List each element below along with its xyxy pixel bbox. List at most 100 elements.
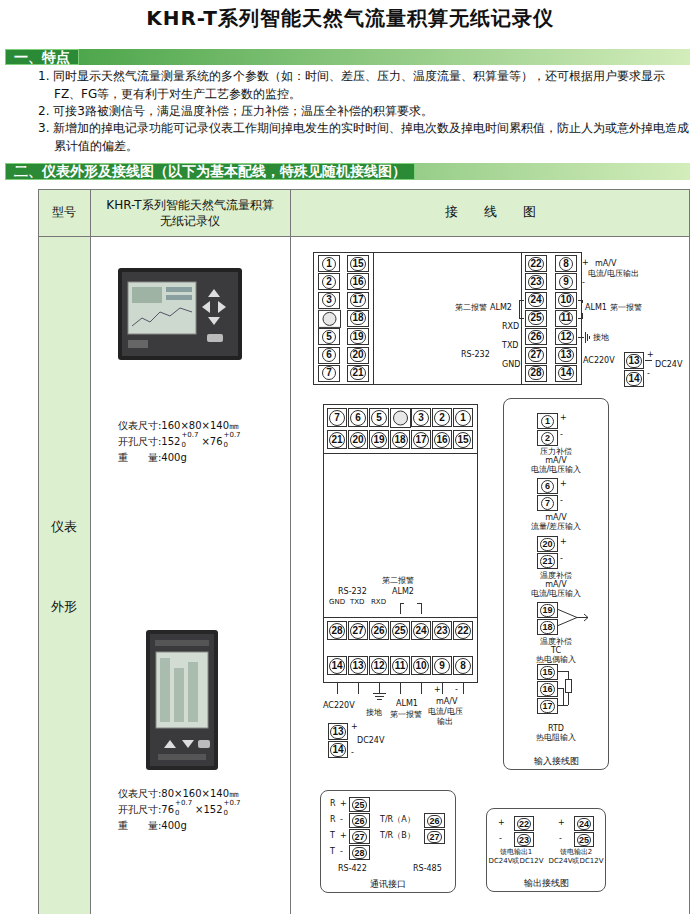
label-text: -: [647, 369, 650, 378]
terminal-block-outline: [463, 683, 464, 694]
sensor-symbol: [577, 617, 588, 618]
terminal-number: 12: [558, 330, 573, 344]
terminal-block-outline: [323, 312, 336, 325]
label-text: 接地: [366, 708, 382, 717]
label-text: ×152: [195, 804, 222, 816]
label-text: 接 线 图: [290, 205, 690, 220]
terminal-box: 19: [537, 602, 558, 618]
label-text: +: [498, 818, 505, 827]
terminal-block-outline: [442, 683, 443, 694]
terminal-box: 2: [432, 408, 452, 427]
terminal-box: 5: [318, 328, 340, 345]
terminal-box: 5: [369, 408, 389, 427]
label-text: 开孔尺寸:152: [118, 436, 180, 448]
label-text: T: [330, 847, 335, 856]
terminal-box: 8: [453, 656, 473, 675]
instrument-photo: [164, 740, 176, 748]
terminal-number: 10: [413, 658, 429, 674]
terminal-number: 6: [541, 480, 554, 493]
feature-item: 3. 新增加的掉电记录功能可记录仪表工作期间掉电发生的实时时间、掉电次数及掉电时…: [38, 120, 690, 155]
terminal-number: 14: [329, 658, 345, 674]
terminal-box: 15: [453, 430, 473, 449]
label-text: 0: [175, 809, 179, 817]
terminal-box: 13: [555, 347, 577, 364]
terminal-box: 2: [537, 430, 558, 446]
instrument-photo: [150, 634, 214, 766]
label-text: RS-485: [413, 864, 442, 873]
terminal-box: 13: [624, 352, 644, 369]
label-text: 仪表尺寸:80×160×140㎜: [118, 788, 239, 800]
terminal-box: 13: [328, 723, 348, 740]
sensor-symbol: [557, 609, 577, 618]
terminal-number: 23: [528, 275, 543, 289]
sensor-symbol: [563, 688, 564, 705]
label-text: +: [340, 831, 347, 840]
terminal-box: 3: [318, 292, 340, 309]
terminal-number: 13: [558, 348, 573, 362]
label-text: ALM1: [396, 699, 418, 708]
terminal-block-outline: [421, 683, 422, 694]
label-text: DC24V或DC12V: [546, 857, 606, 865]
terminal-box: 15: [347, 255, 369, 272]
terminal-block-outline: [417, 603, 421, 604]
terminal-block-outline: [400, 603, 401, 614]
instrument-photo: [155, 640, 209, 646]
table-grid: [290, 189, 291, 914]
section-heading: 一、特点: [14, 50, 70, 64]
terminal-number: 6: [322, 348, 336, 362]
label-text: +: [351, 722, 358, 731]
terminal-box: 3: [411, 408, 431, 427]
terminal-box: 16: [537, 681, 558, 697]
label-text: GND: [329, 598, 345, 606]
terminal-box: 23: [525, 273, 547, 290]
terminal-number: 2: [434, 410, 450, 426]
label-text: T/R（A）: [380, 815, 415, 824]
terminal-number: 17: [540, 700, 554, 713]
label-text: 第二报警: [455, 303, 487, 312]
terminal-block-outline: [314, 253, 582, 385]
terminal-number: 16: [350, 275, 365, 289]
terminal-number: 12: [371, 658, 387, 674]
terminal-block-outline: [324, 405, 478, 683]
terminal-number: 2: [322, 275, 336, 289]
terminal-box: 25: [390, 621, 410, 640]
terminal-box: 11: [390, 656, 410, 675]
label-text: +: [560, 537, 567, 546]
label-text: R: [330, 799, 336, 808]
label-text: 仪表: [38, 520, 90, 535]
terminal-number: 7: [322, 366, 336, 380]
terminal-number: 25: [528, 311, 543, 325]
instrument-photo: [128, 340, 148, 348]
instrument-photo: [118, 268, 242, 360]
label-text: -: [499, 834, 502, 843]
terminal-number: 28: [329, 623, 345, 639]
terminal-number: 9: [434, 658, 450, 674]
label-text: RS-232: [338, 587, 367, 596]
instrument-photo: [132, 308, 192, 326]
terminal-box: 28: [525, 365, 547, 382]
instrument-photo: [174, 668, 184, 722]
terminal-number: 27: [352, 831, 366, 843]
terminal-box: 18: [537, 619, 558, 635]
label-text: 第一报警: [390, 710, 422, 719]
terminal-box: 9: [432, 656, 452, 675]
terminal-number: 7: [541, 497, 554, 510]
label-text: 温度补偿: [503, 571, 609, 580]
terminal-block-outline: [582, 300, 583, 303]
sensor-symbol: [568, 692, 569, 705]
label-text: mA/V: [503, 513, 609, 522]
terminal-box: 14: [624, 370, 644, 387]
terminal-number: 18: [350, 311, 365, 325]
terminal-box: 25: [525, 310, 547, 327]
label-text: +: [434, 685, 441, 694]
table-grid: [38, 236, 690, 237]
label-text: 第二报警: [382, 576, 414, 585]
terminal-number: 19: [350, 330, 365, 344]
label-text: mA/V: [595, 259, 616, 268]
terminal-block-outline: [520, 318, 524, 319]
table-grid: [39, 190, 690, 914]
label-text: +: [582, 258, 589, 267]
label-text: 热电偶输入: [503, 655, 609, 664]
terminal-number: 22: [455, 623, 471, 639]
terminal-number: 20: [350, 348, 365, 362]
